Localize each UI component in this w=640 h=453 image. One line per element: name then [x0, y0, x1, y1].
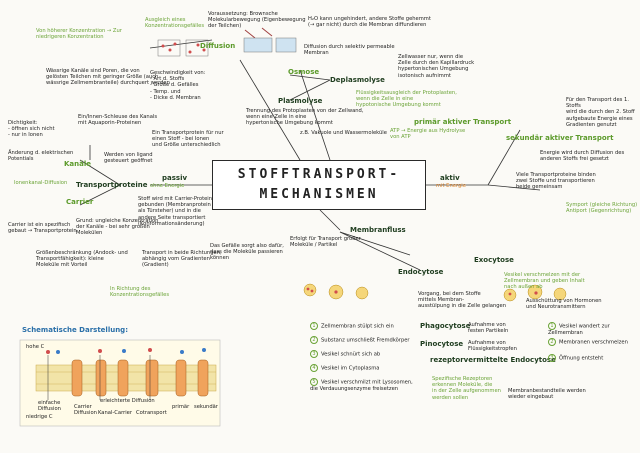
kanaele-dichtigkeit: Dichtigkeit: - öffnen sich nicht - nur i…: [8, 120, 55, 139]
schema-label-4: erleichterte Diffusion: [100, 398, 155, 404]
schema-label-7: sekundär: [194, 404, 218, 410]
carrier-porenpumpen: In Richtung des Konzentrationsgefälles: [110, 286, 170, 299]
pinocytose-title: Pinocytose: [420, 340, 464, 348]
diffusion-voraussetzung: Voraussetzung: Brownsche Molekularbewegu…: [208, 11, 306, 30]
diffusion-ausgleich: Ausgleich eines Konzentrationsgefälles: [145, 17, 205, 30]
deplasmolyse-text: Zellwasser nur, wenn die Zelle durch den…: [398, 54, 475, 79]
step-2-icon: 2: [310, 336, 318, 344]
sekundaer-viele: Viele Transportproteine binden zwei Stof…: [516, 172, 596, 191]
osmose-h2o: H₂O kann ungehindert, andere Stoffe gehe…: [308, 16, 431, 29]
schema-label-6: primär: [172, 404, 190, 410]
kanaele-innen: Ein/Innen-Schleuse des Kanals mit Aquapo…: [78, 114, 158, 127]
kanaele-ionen: Ionenkanal-Diffusion: [14, 180, 68, 186]
osmose-title: Osmose: [288, 68, 320, 76]
primaer-text: ATP → Energie aus Hydrolyse von ATP: [390, 128, 466, 141]
kanaele-protein: Ein Transportprotein für nur einen Stoff…: [152, 130, 224, 149]
exo-step-2-icon: 2: [548, 338, 556, 346]
exocytose-title: Exocytose: [474, 256, 514, 264]
sekundaer-text: Für den Transport des 1. Stoffs wird die…: [566, 97, 635, 128]
membranfluss-text: Erfolgt für Transport großer Moleküle / …: [290, 236, 361, 249]
title-line-1: STOFFTRANSPORT-: [237, 167, 401, 182]
endocytose-vorgang: Vorgang, bei dem Stoffe mittels Membran-…: [418, 291, 507, 310]
exocytose-text: Vesikel verschmelzen mit der Zellmembran…: [504, 272, 585, 291]
diffusion-hoch-niedrig: Von höherer Konzentration → Zur niedrige…: [36, 28, 122, 41]
carrier-bindung: Stoff wird mit Carrier-Protein gebunden …: [138, 196, 213, 227]
kanaele-aenderung: Änderung d. elektrischen Potentials: [8, 150, 74, 163]
plasmolyse-text: Trennung des Protoplasten von der Zellwa…: [246, 108, 364, 127]
carrier-groesse: Größenbeschränkung (Andock- und Transpor…: [36, 250, 128, 269]
step-3-icon: 3: [310, 350, 318, 358]
phagocytose-title: Phagocytose: [420, 322, 471, 330]
kanaele-title: Kanäle: [64, 160, 92, 168]
kanaele-ligand: Werden von ligand gesteuert geöffnet: [104, 152, 153, 165]
sekundaer-energie: Energie wird durch Diffusion des anderen…: [540, 150, 625, 163]
exo-step-3-icon: 3: [548, 354, 556, 362]
sekundaer-title: sekundär aktiver Transport: [506, 134, 614, 142]
diffusion-title: Diffusion: [200, 42, 236, 50]
rezeptor-text: Spezifische Rezeptoren erkennen Moleküle…: [432, 376, 501, 401]
rezeptor-title: rezeptorvermittelte Endocytose: [430, 356, 556, 364]
schema-label-5: Cotransport: [136, 410, 167, 416]
exo-step-1-icon: 1: [548, 322, 556, 330]
step-5-icon: 5: [310, 378, 318, 386]
diffusion-geschwindigkeit: Geschwindigkeit von: - Art d. Stoffs - G…: [150, 70, 206, 101]
carrier-gefaelle: Das Gefälle sorgt also dafür, dass die M…: [210, 243, 284, 262]
step-4-icon: 4: [310, 364, 318, 372]
exocytose-ausschuettung: Ausschüttung von Hormonen und Neurotrans…: [526, 298, 602, 311]
carrier-grund: Grund: ungleiche Konzentration der Kanäl…: [76, 218, 159, 237]
aktiv-sub: mit Energie: [436, 183, 466, 189]
passiv-sub: ohne Energie: [150, 183, 185, 189]
osmose-vakuole: z.B. Vakuole und Wassermoleküle: [300, 130, 387, 136]
plasmolyse-title: Plasmolyse: [278, 97, 323, 105]
exocytose-lipid: Membranbestandteile werden wieder eingeb…: [508, 388, 586, 401]
schema-title: Schematische Darstellung:: [22, 326, 128, 334]
pinocytose-text: Aufnahme von Flüssigkeitstropfen: [468, 340, 517, 353]
phagocytose-text: Aufnahme von festen Partikeln: [468, 322, 509, 335]
step-1-icon: 1: [310, 322, 318, 330]
passiv-label: passiv: [162, 174, 188, 182]
membranfluss-title: Membranfluss: [350, 226, 406, 234]
carrier-kanal: Carrier ist ein spezifisch gebaut → Tran…: [8, 222, 77, 235]
title-line-2: MECHANISMEN: [259, 187, 379, 202]
schema-niedrig: niedrige C: [26, 414, 53, 420]
carrier-transport: Transport in beide Richtungen, abhängig …: [142, 250, 222, 269]
sekundaer-symport: Symport (gleiche Richtung) Antiport (Geg…: [566, 202, 638, 215]
kanaele-tunnel: Wässrige Kanäle sind Poren, die von gelö…: [46, 68, 170, 87]
deplasmolyse-title: Deplasmolyse: [330, 76, 385, 84]
primaer-title: primär aktiver Transport: [414, 118, 512, 126]
schema-label-2: Carrier Diffusion: [74, 404, 97, 417]
aktiv-label: aktiv: [440, 174, 460, 182]
schema-label-3: Kanal-Carrier: [98, 410, 133, 416]
schema-label-1: einfache Diffusion: [38, 400, 61, 413]
deplasmolyse-green: Flüssigkeitsausgleich der Protoplasten, …: [356, 90, 457, 109]
main-title: STOFFTRANSPORT- MECHANISMEN: [212, 160, 426, 210]
transportproteine-label: Transportproteine: [76, 181, 148, 189]
osmose-diffusion-semi: Diffusion durch selektiv permeable Membr…: [304, 44, 395, 57]
schema-hoch: hohe C: [26, 344, 45, 350]
endocytose-title: Endocytose: [398, 268, 444, 276]
carrier-title: Carrier: [66, 198, 94, 206]
